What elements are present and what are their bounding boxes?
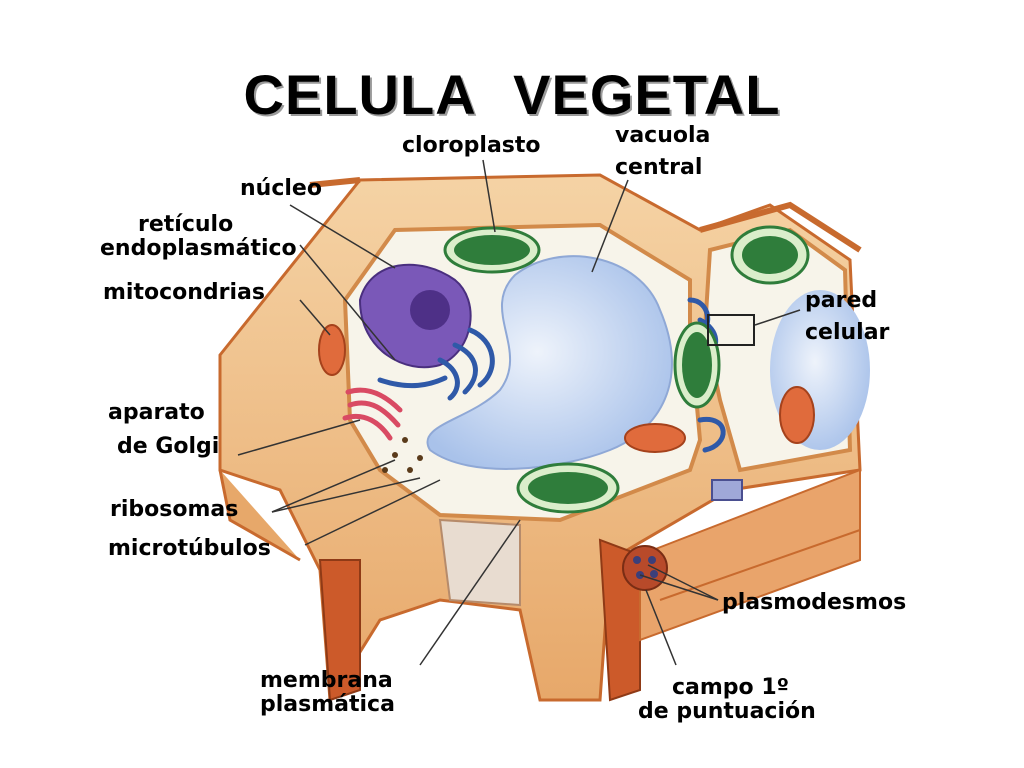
- label-golgi-1: aparato: [108, 400, 205, 425]
- chloroplast: [516, 462, 620, 514]
- label-plasmodesmos: plasmodesmos: [722, 590, 907, 615]
- label-campo-2: de puntuación: [638, 699, 816, 724]
- label-reticulo-2: endoplasmático: [100, 236, 297, 261]
- mitochondria: [318, 324, 815, 453]
- chloroplast: [443, 226, 541, 274]
- label-mitocondrias: mitocondrias: [103, 280, 265, 305]
- label-campo-1: campo 1º: [672, 675, 790, 700]
- chloroplast: [673, 321, 721, 409]
- plasmodesma-box: [711, 479, 743, 501]
- label-golgi-2: de Golgi: [117, 434, 220, 459]
- label-membrana-1: membrana: [260, 668, 393, 693]
- label-reticulo-1: retículo: [138, 212, 234, 237]
- label-pared-1: pared: [805, 288, 878, 313]
- label-pared-2: celular: [805, 320, 890, 345]
- label-ribosomas: ribosomas: [110, 497, 239, 522]
- label-vacuola-central-1: vacuola: [615, 123, 711, 148]
- page-title: CELULA VEGETAL: [243, 63, 781, 126]
- label-membrana-2: plasmática: [260, 692, 395, 717]
- label-microtubulos: microtúbulos: [108, 536, 271, 561]
- chloroplast: [730, 225, 810, 285]
- golgi-apparatus: [342, 387, 403, 441]
- nucleus: [358, 263, 472, 369]
- wall-detail-box: [707, 314, 755, 346]
- label-cloroplasto: cloroplasto: [402, 133, 541, 158]
- ribosomes: [382, 437, 423, 473]
- primary-pit-field: [622, 545, 668, 591]
- label-vacuola-central-2: central: [615, 155, 703, 180]
- leader-lines: [237, 159, 801, 666]
- label-nucleo: núcleo: [240, 176, 322, 201]
